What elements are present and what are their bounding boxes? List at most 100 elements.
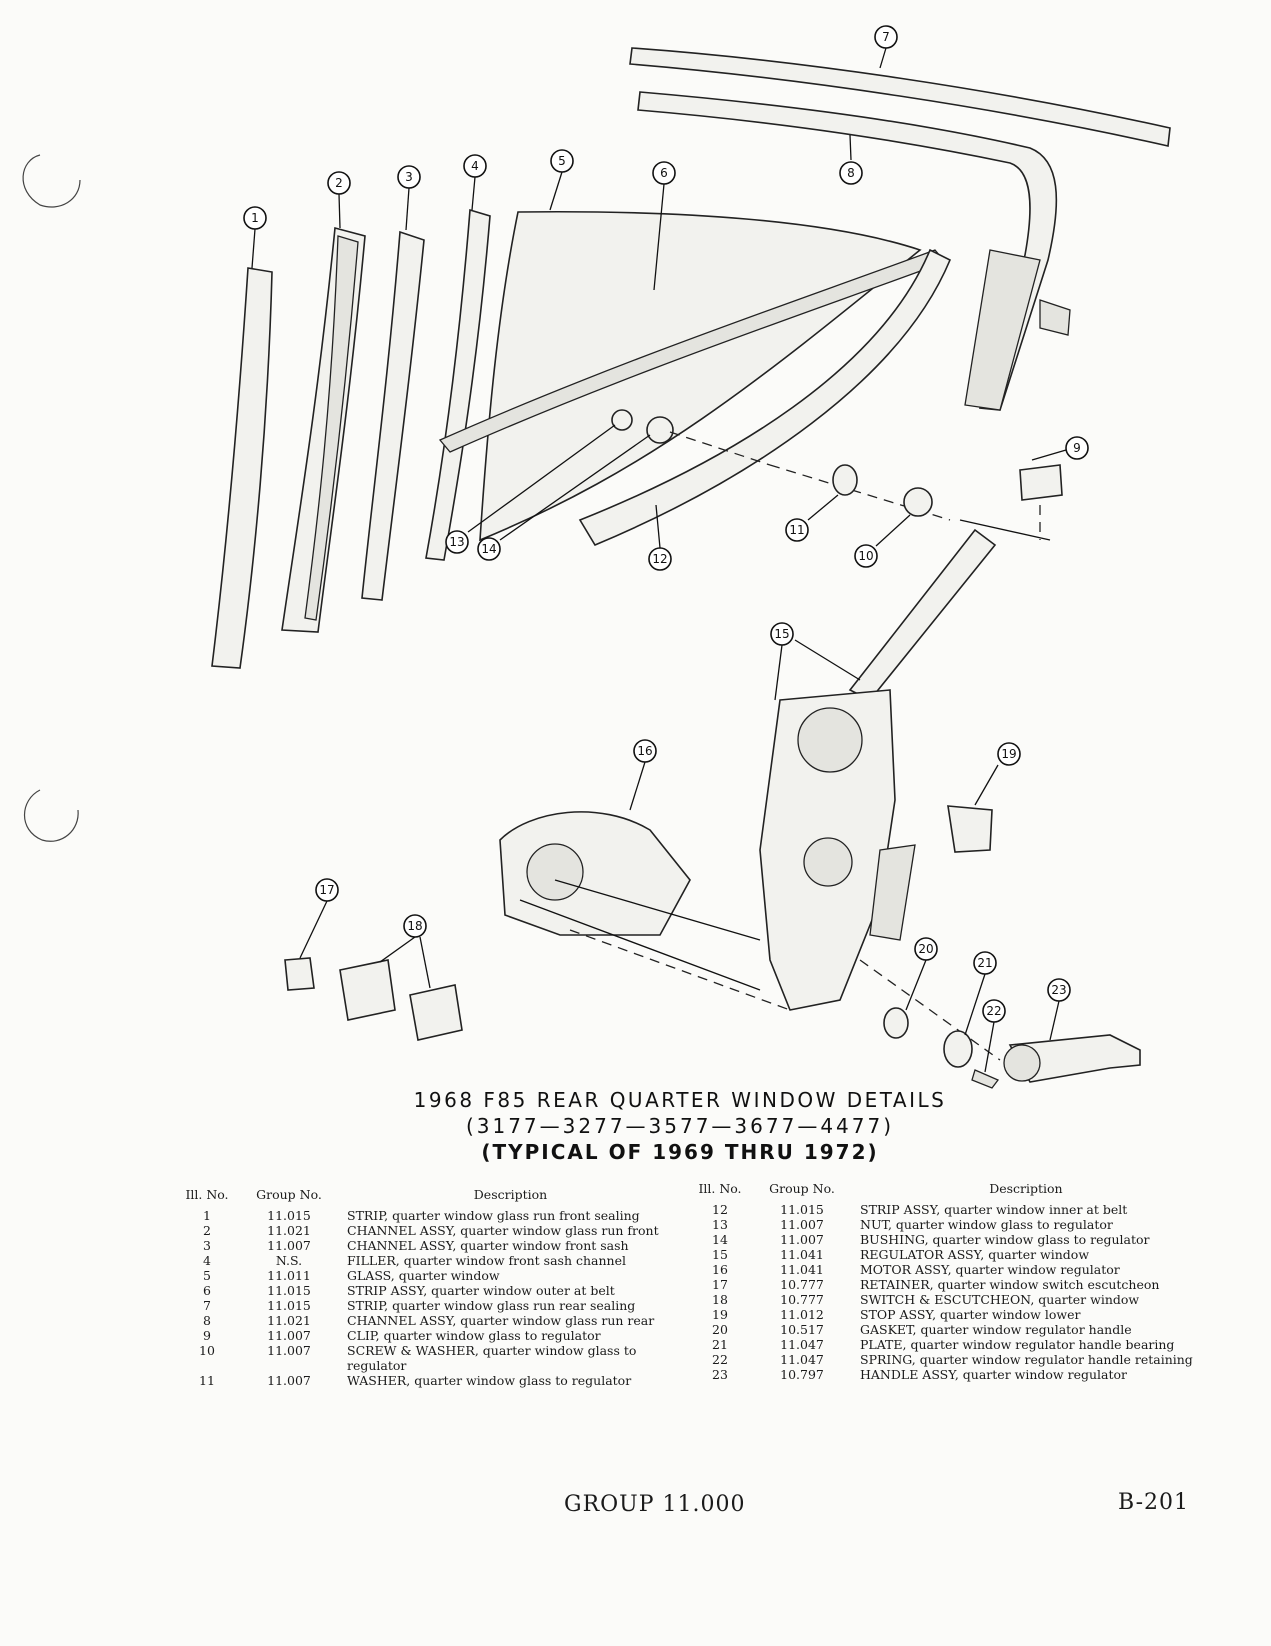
part-group-no: 10.797: [780, 1367, 824, 1382]
callout-22: 22: [982, 999, 1006, 1023]
leader-18a: [379, 936, 416, 963]
leader-12: [655, 504, 661, 549]
callout-23: 23: [1047, 978, 1071, 1002]
part-ill-no: 9: [203, 1328, 211, 1343]
leader-1: [251, 228, 256, 269]
part-description: STRIP, quarter window glass run front se…: [347, 1208, 640, 1223]
diagram-svg: 1 2 3 4 5 6 7 8 9 10 11 12 13 14 15 16 1…: [22, 25, 1171, 1089]
part-15-hub: [803, 837, 853, 887]
part-15-sector: [869, 844, 916, 941]
part-ill-no: 14: [712, 1232, 728, 1247]
leader-15a: [774, 644, 783, 701]
part-description: FILLER, quarter window front sash channe…: [347, 1253, 626, 1268]
callout-3: 3: [397, 165, 421, 189]
callout-10: 10: [854, 544, 878, 568]
svg-text:2: 2: [335, 176, 343, 190]
footer-group-label: GROUP 11.000: [564, 1492, 746, 1517]
part-group-no: 10.517: [780, 1322, 824, 1337]
part-group-no: 10.777: [780, 1277, 824, 1292]
parts-row: 23 10.797 HANDLE ASSY, quarter window regu…: [688, 1367, 1193, 1382]
part-description: NUT, quarter window glass to regulator: [860, 1217, 1113, 1232]
svg-text:6: 6: [660, 166, 668, 180]
part-description: SPRING, quarter window regulator handle …: [860, 1352, 1193, 1367]
leader-14: [499, 434, 651, 541]
part-description: CHANNEL ASSY, quarter window glass run f…: [347, 1223, 659, 1238]
part-group-no: 11.015: [267, 1208, 311, 1223]
part-description: PLATE, quarter window regulator handle b…: [860, 1337, 1175, 1352]
part-11-washer: [832, 464, 858, 496]
dash-line-e: [859, 959, 1001, 1061]
exploded-parts-diagram: 1 2 3 4 5 6 7 8 9 10 11 12 13 14 15 16 1…: [22, 25, 1171, 1089]
svg-text:3: 3: [405, 170, 413, 184]
part-ill-no: 4: [203, 1253, 211, 1268]
svg-text:17: 17: [319, 883, 334, 897]
header-description: Description: [989, 1181, 1063, 1196]
part-22-spring: [971, 1069, 1000, 1089]
svg-text:7: 7: [882, 30, 890, 44]
part-ill-no: 10: [199, 1343, 215, 1358]
part-ill-no: 22: [712, 1352, 728, 1367]
part-description: CHANNEL ASSY, quarter window front sash: [347, 1238, 629, 1253]
part-7-strip: [629, 47, 1171, 147]
callout-4: 4: [463, 154, 487, 178]
svg-text:20: 20: [918, 942, 933, 956]
header-description: Description: [473, 1187, 548, 1202]
callout-5: 5: [550, 149, 574, 173]
part-13-nut: [611, 409, 633, 431]
part-description: GASKET, quarter window regulator handle: [860, 1322, 1132, 1337]
title-line-2: (3177—3277—3577—3677—4477): [465, 1114, 895, 1138]
part-ill-no: 17: [712, 1277, 728, 1292]
part-description: MOTOR ASSY, quarter window regulator: [860, 1262, 1120, 1277]
leader-10: [875, 514, 911, 547]
leader-23: [1049, 1000, 1060, 1041]
part-group-no: 11.041: [780, 1247, 824, 1262]
leader-11: [807, 494, 839, 521]
part-group-no: 11.007: [780, 1217, 824, 1232]
leader-18b: [419, 936, 431, 989]
part-9-clip: [1019, 464, 1063, 501]
leader-8: [849, 134, 852, 161]
part-ill-no: 23: [712, 1367, 728, 1382]
svg-text:12: 12: [652, 552, 667, 566]
part-ill-no: 2: [203, 1223, 211, 1238]
part-group-no: 11.015: [780, 1202, 824, 1217]
svg-text:19: 19: [1001, 747, 1016, 761]
dash-line-a: [669, 431, 771, 466]
svg-text:21: 21: [977, 956, 992, 970]
part-description: HANDLE ASSY, quarter window regulator: [860, 1367, 1128, 1382]
part-ill-no: 6: [203, 1283, 211, 1298]
part-description: STOP ASSY, quarter window lower: [860, 1307, 1081, 1322]
part-8-bracket: [1039, 299, 1071, 336]
part-group-no: 11.041: [780, 1262, 824, 1277]
svg-text:9: 9: [1073, 441, 1081, 455]
part-2-inner: [304, 235, 359, 621]
part-group-no: 11.047: [780, 1337, 824, 1352]
callout-1: 1: [243, 206, 267, 230]
leader-19: [974, 764, 999, 806]
part-group-no: 11.007: [267, 1238, 311, 1253]
part-20-gasket: [883, 1007, 909, 1039]
callout-2: 2: [327, 171, 351, 195]
callout-13: 13: [445, 530, 469, 554]
svg-text:13: 13: [449, 535, 464, 549]
svg-text:8: 8: [847, 166, 855, 180]
callout-11: 11: [785, 518, 809, 542]
part-10-screw: [903, 487, 933, 517]
part-4-filler: [425, 208, 491, 561]
part-group-no: 11.012: [780, 1307, 824, 1322]
part-17-retainer: [284, 957, 315, 991]
part-description: SWITCH & ESCUTCHEON, quarter window: [860, 1292, 1140, 1307]
part-18-switch: [409, 984, 463, 1041]
